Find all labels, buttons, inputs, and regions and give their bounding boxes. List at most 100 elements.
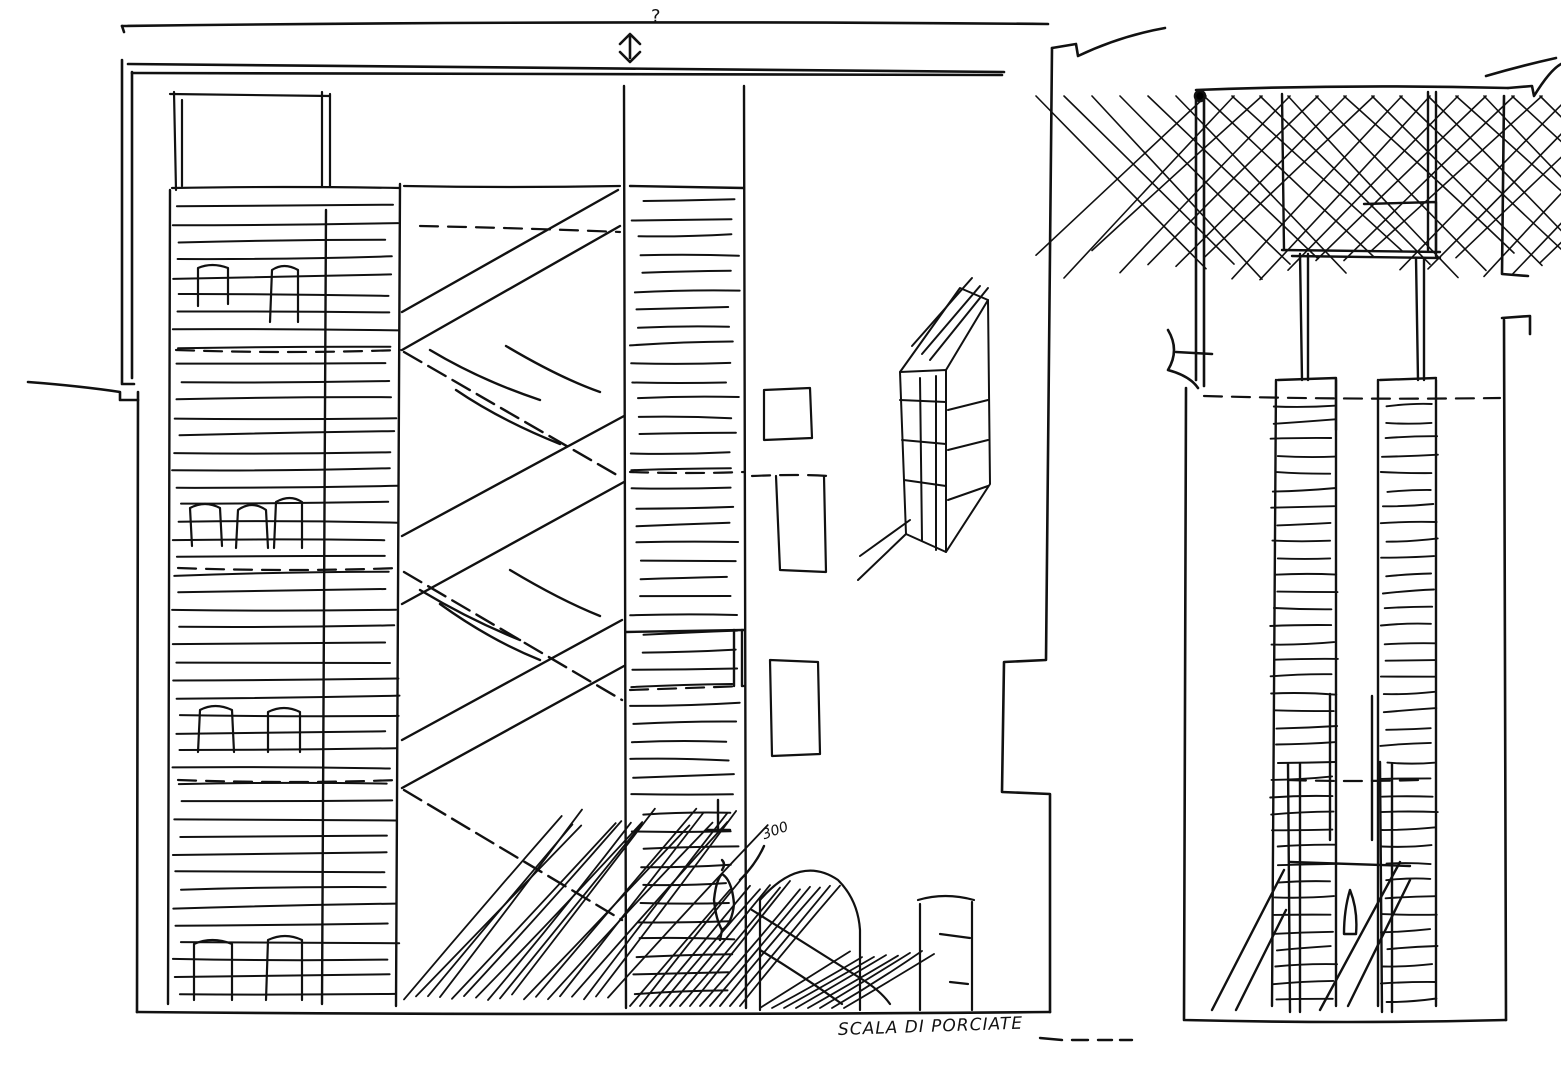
hatch-line — [487, 821, 632, 1001]
hatch-line — [180, 500, 390, 505]
hatch-line — [1385, 997, 1438, 1003]
hatch-line — [632, 720, 738, 725]
hatch-line — [174, 870, 386, 874]
hatch-line — [171, 608, 398, 612]
hatch-line — [719, 886, 821, 1007]
hatch-line — [1511, 222, 1561, 276]
hatch-line — [1272, 404, 1336, 408]
hatch-line — [635, 953, 734, 959]
hatch-line — [177, 781, 388, 786]
hatch-line — [1276, 880, 1331, 884]
hatch-line — [176, 255, 393, 261]
hatch-line — [629, 451, 731, 455]
hatch-line — [1276, 521, 1332, 527]
arched-windows — [188, 263, 304, 1002]
hatch-line — [1379, 810, 1439, 814]
hatch-line — [177, 345, 392, 350]
hatch-line — [175, 730, 387, 735]
hatch-line — [1384, 895, 1437, 900]
hatch-line — [729, 884, 831, 1007]
hatch-line — [630, 830, 732, 833]
hatch-line — [1399, 103, 1561, 271]
hatch-line — [639, 879, 741, 1007]
hatch-line — [171, 222, 400, 227]
hatch-line — [630, 467, 732, 472]
hatch-line — [631, 381, 727, 384]
hatch-line — [180, 886, 387, 891]
hatch-line — [630, 361, 732, 365]
hatch-line — [1275, 997, 1334, 1001]
hatch-line — [1063, 95, 1235, 265]
hatch-line — [172, 902, 397, 910]
hatch-line — [1379, 622, 1432, 627]
hatch-line — [629, 757, 730, 762]
hatch-line — [607, 824, 769, 999]
hatch-line — [1276, 843, 1336, 848]
hatch-line — [1379, 777, 1432, 780]
hatch-line — [179, 941, 401, 945]
hatch-line — [637, 325, 730, 329]
hatch-line — [1271, 930, 1334, 935]
hatch-line — [1272, 709, 1335, 713]
hatch-line — [1379, 981, 1437, 985]
hatch-line — [178, 430, 396, 437]
hatch-line — [171, 538, 386, 542]
hatch-line — [1269, 794, 1334, 799]
hatch-line — [171, 467, 391, 472]
hatch-line — [1259, 95, 1431, 281]
hatch-line — [463, 820, 623, 997]
right-section-outline — [1166, 56, 1561, 1024]
hatch-line — [629, 340, 734, 347]
hatch-line — [1147, 95, 1319, 266]
hatch-line — [1382, 690, 1436, 696]
hatch-line — [1380, 555, 1436, 559]
hatch-line — [642, 845, 740, 850]
hatch-line — [783, 956, 875, 1009]
hatch-line — [571, 821, 729, 998]
hatch-line — [559, 811, 705, 998]
hatch-line — [699, 888, 801, 1007]
hatch-line — [739, 884, 841, 1007]
hatch-line — [177, 292, 390, 297]
hatch-line — [172, 273, 393, 280]
hatch-line — [1063, 95, 1235, 279]
hatch-line — [177, 238, 387, 244]
hatch-line — [1379, 471, 1433, 475]
dashed-floor-lines — [174, 224, 1502, 784]
hatch-line — [180, 380, 391, 384]
human-figure — [704, 798, 766, 942]
hatch-line — [1383, 605, 1434, 610]
hatch-line — [642, 198, 736, 202]
upper-cross-hatch — [1035, 95, 1561, 281]
hatch-line — [843, 953, 935, 1009]
hatch-line — [1381, 913, 1438, 916]
hatch-line — [1384, 659, 1437, 662]
hatch-line — [178, 992, 397, 996]
hatch-line — [1270, 505, 1336, 509]
hatch-line — [669, 884, 771, 1007]
right-section-frames — [1210, 90, 1442, 1014]
hatch-line — [635, 306, 730, 311]
hatch-line — [641, 269, 732, 274]
hatch-line — [171, 957, 389, 962]
hatch-line — [174, 922, 389, 927]
hatch-line — [1270, 641, 1336, 646]
hatch-line — [1384, 435, 1439, 440]
hatch-line — [1382, 707, 1438, 714]
hatch-line — [630, 486, 732, 490]
hatch-line — [629, 613, 738, 617]
hatch-line — [175, 694, 401, 700]
right-facade-panels — [750, 386, 976, 1012]
hatch-line — [1275, 725, 1339, 730]
hatch-line — [1276, 455, 1337, 458]
hatch-line — [679, 886, 781, 1007]
height-query-mark: ? — [651, 6, 661, 27]
hatch-line — [439, 808, 583, 998]
hatch-line — [1511, 95, 1561, 143]
hatch-line — [1382, 963, 1434, 968]
hatch-line — [1035, 95, 1207, 270]
hatch-line — [637, 395, 740, 400]
hatch-line — [1147, 95, 1319, 260]
hatch-line — [176, 310, 391, 314]
